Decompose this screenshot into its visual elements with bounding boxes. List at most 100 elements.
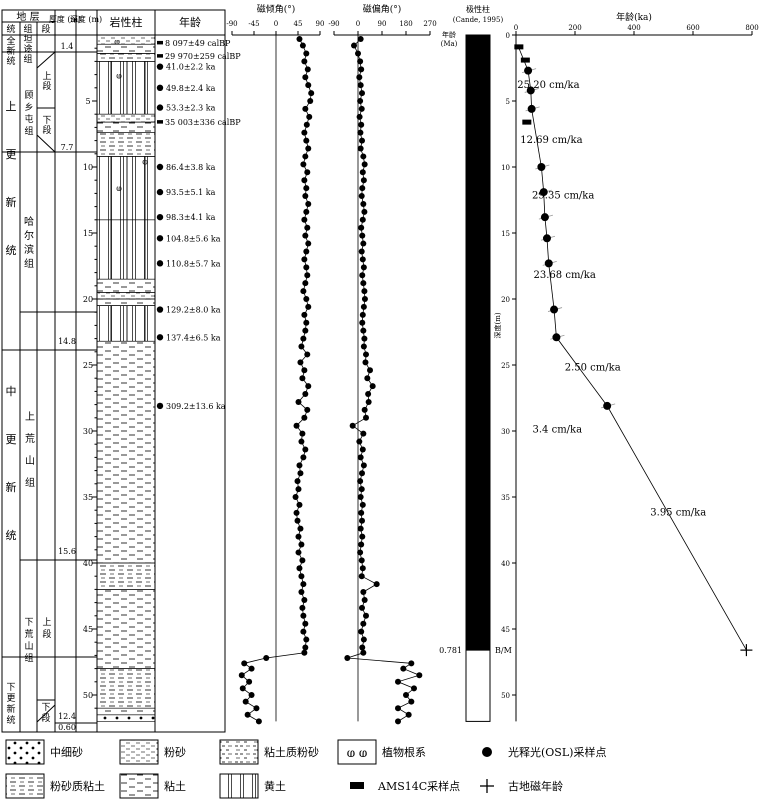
decl-point: [358, 628, 365, 635]
age-osl-point: [552, 333, 561, 342]
osl-sample-marker: [156, 63, 164, 70]
incl-point: [238, 672, 245, 679]
group-lower-huangshan: 荒: [24, 629, 33, 640]
decl-point: [359, 216, 366, 223]
decl-point: [360, 649, 367, 656]
series-lower-pleistocene: 统: [6, 714, 15, 726]
incl-point: [296, 35, 303, 42]
root-symbol: ⱷ: [116, 72, 122, 81]
series-upper-pleistocene: 新: [6, 195, 17, 209]
series-holocene: 新: [6, 45, 15, 57]
age-y-tick-label: 30: [501, 428, 510, 436]
header-strat: 地 层: [16, 10, 39, 23]
incl-point: [298, 438, 305, 445]
incl-point: [301, 596, 308, 603]
incl-point: [303, 319, 310, 326]
header-age: 年龄: [179, 15, 201, 29]
thickness-value: 15.6: [58, 547, 76, 556]
age-ams-point: [520, 57, 530, 63]
lithology-layer-clay: [96, 340, 156, 564]
group-harbin: 滨: [24, 243, 34, 256]
age-ams-point: [514, 44, 524, 50]
osl-sample-marker: [156, 235, 164, 242]
incl-point: [298, 589, 305, 596]
legend-swatch-ams: [350, 782, 364, 789]
age-osl-point: [542, 234, 551, 243]
series-lower-pleistocene: 下: [6, 683, 15, 693]
legend-label: 植物根系: [382, 745, 426, 759]
decl-point: [359, 169, 366, 176]
incl-point: [302, 280, 309, 287]
series-middle-pleistocene: 统: [6, 529, 17, 542]
legend-label: 粉砂质粘土: [50, 779, 105, 793]
incl-point: [296, 501, 303, 508]
header-depth: 深度 (m): [70, 14, 102, 24]
decl-point: [411, 685, 417, 692]
depth-tick-label: 30: [83, 427, 93, 436]
age-osl-point: [526, 86, 535, 95]
age-y-tick-label: 25: [501, 362, 510, 370]
decl-point: [360, 280, 367, 287]
decl-point: [361, 161, 368, 168]
depth-tick-label: 45: [83, 625, 93, 634]
incl-point: [303, 185, 310, 192]
decl-point: [357, 58, 364, 65]
member-upper: 段: [42, 628, 51, 640]
osl-sample-marker: [156, 188, 164, 196]
age-label-osl: 41.0±2.2 ka: [166, 63, 216, 72]
depth-tick-label: 50: [83, 691, 93, 700]
decl-point: [358, 105, 365, 112]
incl-point: [239, 685, 246, 692]
decl-point: [359, 272, 366, 279]
incl-point: [303, 137, 310, 144]
incl-point: [299, 557, 306, 564]
incl-point: [300, 288, 307, 295]
decl-point: [359, 232, 366, 239]
decl-point: [359, 470, 365, 477]
group-lower-huangshan: 组: [24, 652, 33, 664]
incl-point: [244, 711, 251, 718]
age-y-tick-label: 35: [501, 494, 510, 502]
incl-point: [305, 200, 312, 207]
legend-label: 古地磁年龄: [508, 779, 563, 793]
root-symbol: ⱷ: [142, 157, 148, 166]
decl-point: [359, 137, 365, 144]
incl-point: [246, 678, 253, 685]
decl-point: [360, 620, 367, 627]
header-member: 段: [41, 23, 50, 35]
series-lower-pleistocene: 更: [6, 693, 15, 704]
age-x-tick-label: 600: [686, 24, 699, 32]
age-ams-point: [522, 119, 532, 125]
incl-point: [296, 565, 303, 572]
incl-point: [302, 644, 309, 651]
incl-point: [301, 367, 308, 374]
incl-point: [294, 517, 301, 524]
group-tantu: 组: [23, 53, 32, 65]
polarity-title-1: 极性柱: [466, 4, 490, 14]
decl-point: [395, 718, 401, 725]
group-guxiangtun: 组: [24, 125, 33, 137]
decl-point: [358, 193, 365, 200]
incl-point: [297, 470, 304, 477]
osl-sample-marker: [156, 334, 164, 341]
age-label-osl: 86.4±3.8 ka: [166, 163, 216, 172]
decl-point: [357, 549, 364, 556]
age-x-tick-label: 800: [745, 24, 758, 32]
incl-point: [302, 153, 309, 160]
depth-tick-label: 15: [83, 229, 93, 238]
lithology-layer-silty-clay: [96, 668, 156, 709]
depth-tick-label: 40: [83, 559, 93, 568]
decl-point: [360, 636, 367, 643]
incl-point: [299, 430, 306, 437]
incl-point: [306, 113, 313, 120]
member-lower: 下: [41, 703, 50, 713]
incl-point: [302, 105, 309, 112]
age-osl-point: [527, 104, 536, 113]
decl-point: [360, 462, 367, 469]
rate-annotation: 12.69 cm/ka: [520, 135, 582, 146]
decl-point: [405, 711, 412, 718]
decl-point: [361, 335, 368, 342]
